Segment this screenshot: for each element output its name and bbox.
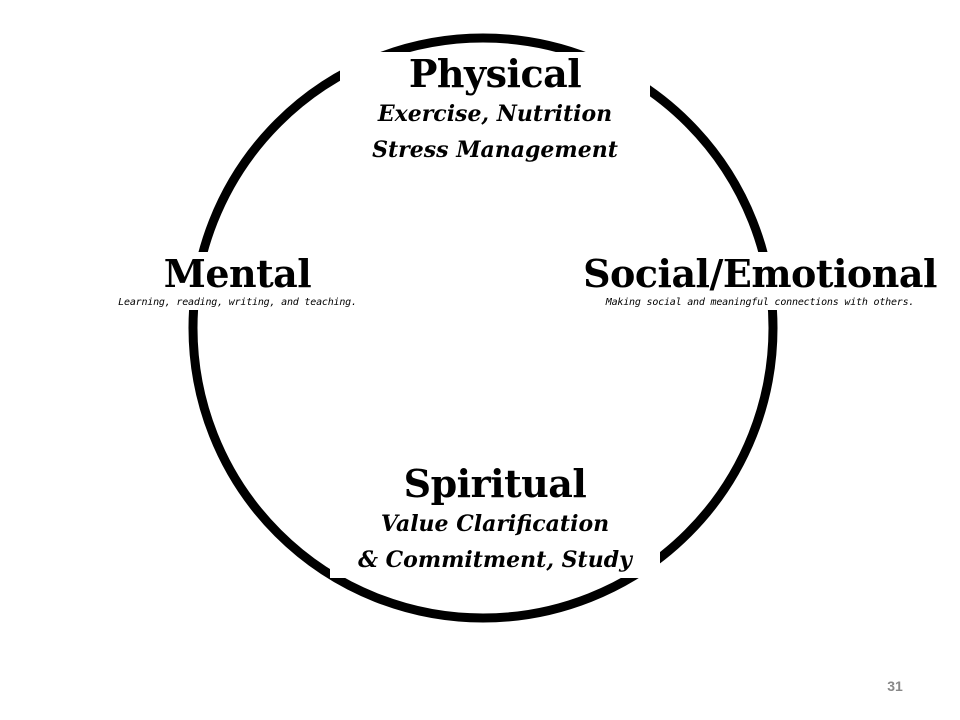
- node-physical-title: Physical: [408, 51, 582, 96]
- node-physical: Physical Exercise, Nutrition Stress Mana…: [340, 52, 650, 168]
- node-physical-line-2: Stress Management: [372, 137, 618, 163]
- cycle-circle: [188, 33, 778, 623]
- node-mental-title-wrap: Mental: [157, 251, 318, 296]
- node-mental-title: Mental: [163, 251, 312, 296]
- node-spiritual: Spiritual Value Clarification & Commitme…: [330, 462, 660, 578]
- node-social-title-wrap: Social/Emotional: [577, 252, 943, 296]
- node-mental-caption: Learning, reading, writing, and teaching…: [85, 296, 390, 310]
- node-spiritual-line-2: & Commitment, Study: [358, 547, 632, 573]
- page-number: 31: [887, 678, 903, 694]
- node-social-emotional: Social/Emotional Making social and meani…: [570, 252, 950, 310]
- node-social-emotional-caption: Making social and meaningful connections…: [570, 296, 950, 310]
- node-spiritual-title: Spiritual: [403, 461, 587, 506]
- node-spiritual-line-1: Value Clarification: [380, 511, 610, 537]
- node-physical-line-1: Exercise, Nutrition: [377, 101, 613, 127]
- node-mental: Mental Learning, reading, writing, and t…: [85, 252, 390, 310]
- node-social-emotional-title: Social/Emotional: [583, 251, 937, 296]
